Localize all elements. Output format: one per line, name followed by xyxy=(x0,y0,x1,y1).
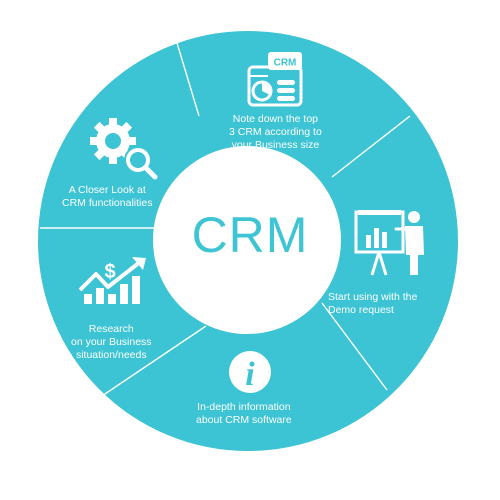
crm-badge-text: CRM xyxy=(274,58,297,69)
center-title: CRM xyxy=(191,207,309,263)
segment-label-research: Research on your Business situation/need… xyxy=(71,323,152,361)
growth-chart-icon: $ xyxy=(78,257,146,304)
info-glyph: i xyxy=(245,356,255,393)
segment-label-note: Note down the top 3 CRM according to you… xyxy=(229,113,322,151)
gear-search-icon xyxy=(90,118,158,180)
segment-label-info: In-depth information about CRM software xyxy=(196,401,292,426)
divider-right-upper xyxy=(331,115,411,178)
crm-software-icon: CRM xyxy=(247,52,303,107)
center-circle xyxy=(153,146,341,334)
divider-left-lower xyxy=(95,325,207,401)
presentation-icon xyxy=(354,210,424,276)
info-icon: i xyxy=(229,351,271,393)
dollar-glyph: $ xyxy=(104,261,115,283)
divider-top xyxy=(176,42,200,117)
segment-dividers xyxy=(40,42,411,401)
divider-right-lower xyxy=(321,302,388,391)
segment-label-closer: A Closer Look at CRM functionalities xyxy=(62,184,153,209)
segment-label-demo: Start using with the Demo request xyxy=(328,291,418,316)
